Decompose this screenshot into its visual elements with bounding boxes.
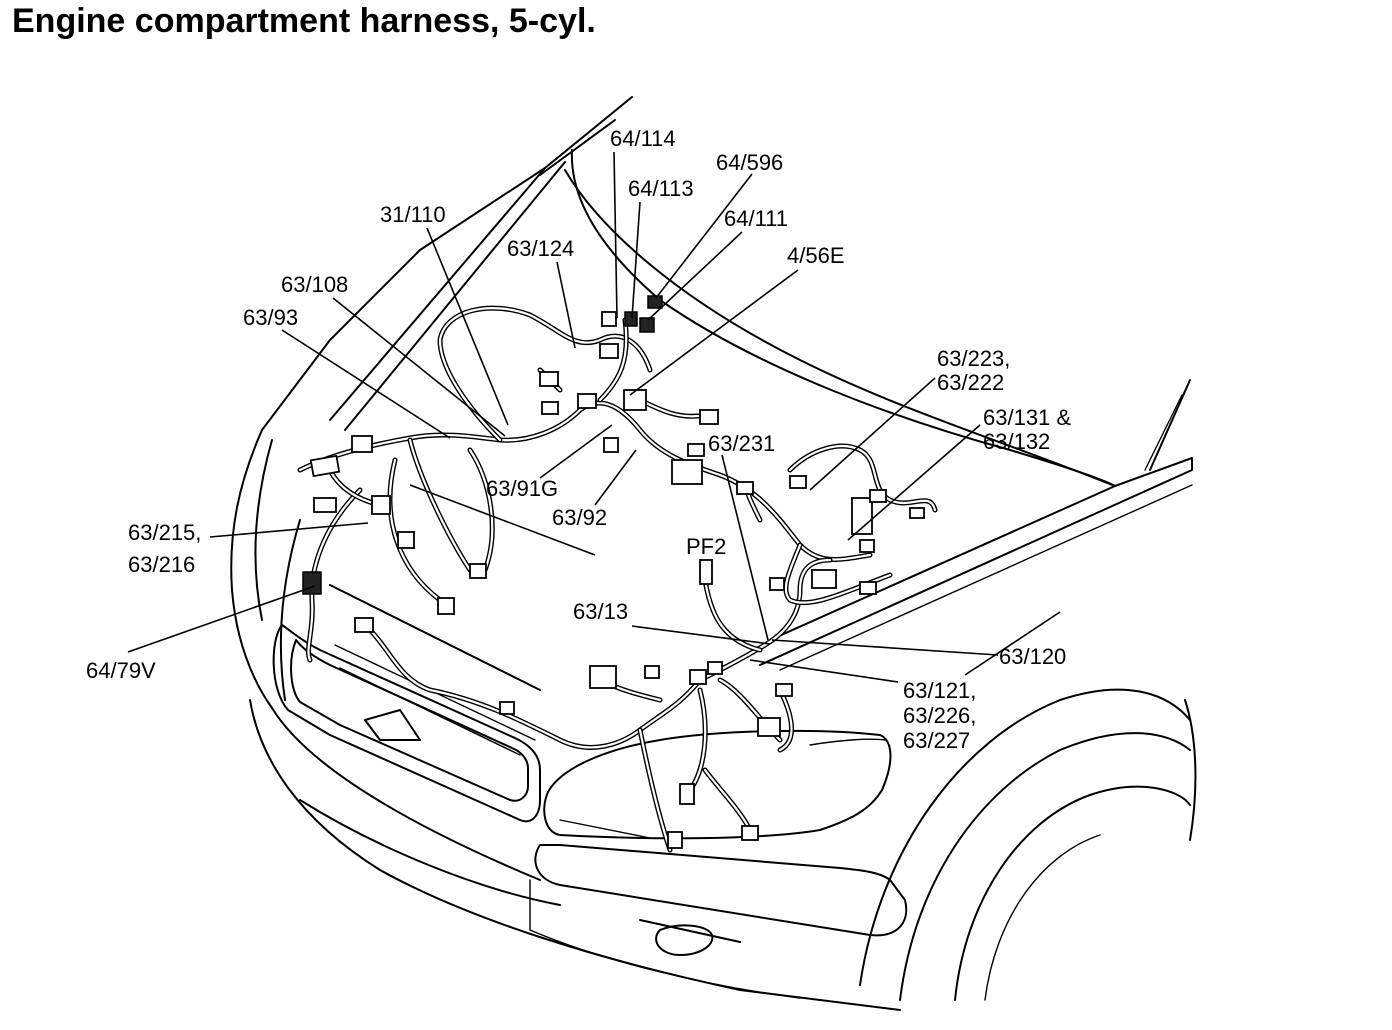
page-title: Engine compartment harness, 5-cyl. — [12, 2, 596, 40]
car-body-outline — [230, 96, 1197, 1011]
label-63-215: 63/215, — [128, 520, 201, 545]
label-64-111: 64/111 — [724, 206, 788, 231]
label-63-108: 63/108 — [281, 272, 348, 297]
label-63-93: 63/93 — [243, 305, 298, 330]
label-63-13: 63/13 — [573, 599, 628, 624]
label-63-92: 63/92 — [552, 505, 607, 530]
label-31-110: 31/110 — [380, 202, 446, 227]
wiring-harness — [297, 305, 938, 853]
label-63-216: 63/216 — [128, 552, 195, 577]
connectors — [302, 295, 925, 849]
label-63-124: 63/124 — [507, 236, 574, 261]
leader-lines — [127, 151, 1061, 683]
label-63-120: 63/120 — [999, 644, 1066, 669]
label-63-227: 63/227 — [903, 728, 970, 753]
label-63-131: 63/131 & — [983, 405, 1071, 430]
label-4-56e: 4/56E — [787, 243, 845, 268]
label-63-231: 63/231 — [708, 431, 775, 456]
label-63-222: 63/222 — [937, 370, 1004, 395]
label-63-226: 63/226, — [903, 703, 976, 728]
label-64-79v: 64/79V — [86, 658, 156, 683]
label-63-91g: 63/91G — [486, 476, 558, 501]
label-63-223: 63/223, — [937, 346, 1010, 371]
label-64-114: 64/114 — [610, 126, 676, 151]
label-64-113: 64/113 — [628, 176, 694, 201]
label-64-596: 64/596 — [716, 150, 783, 175]
label-63-132: 63/132 — [983, 429, 1050, 454]
callout-labels: 64/114 64/596 64/113 31/110 64/111 63/12… — [86, 126, 1071, 753]
label-pf2: PF2 — [686, 534, 726, 559]
label-63-121: 63/121, — [903, 678, 976, 703]
